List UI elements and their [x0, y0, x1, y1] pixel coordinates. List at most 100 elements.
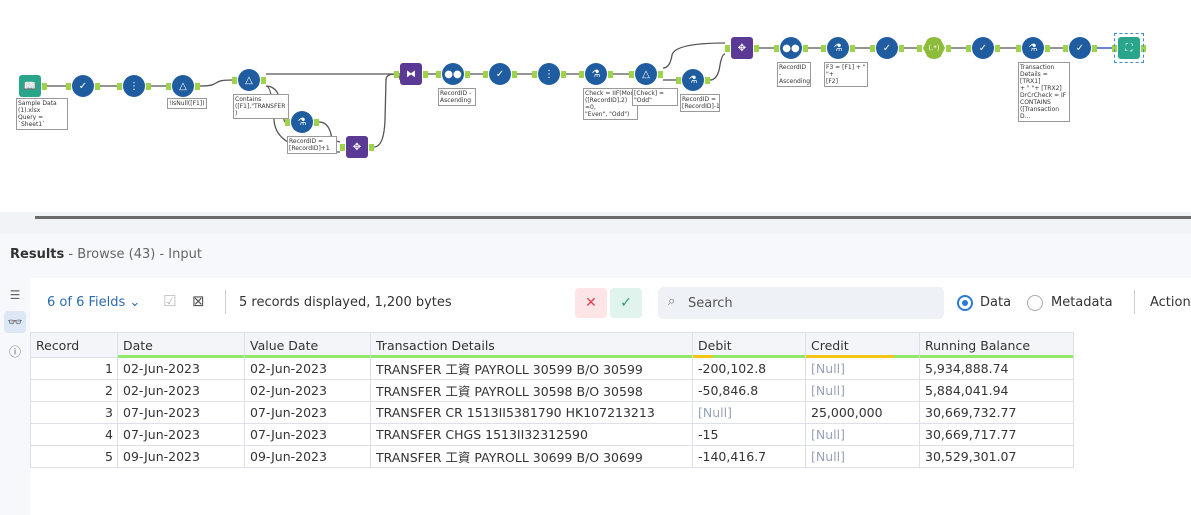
anchor[interactable] — [369, 144, 374, 151]
actions-menu[interactable]: Actions — [1150, 295, 1191, 310]
column-header[interactable]: Value Date — [244, 332, 371, 358]
column-header[interactable]: Running Balance — [919, 332, 1074, 358]
deselect-all-icon[interactable]: ⊠ — [192, 292, 205, 310]
flask-icon[interactable]: ⚗ — [291, 111, 313, 133]
anchor[interactable] — [195, 83, 200, 90]
table-cell[interactable]: [Null] — [805, 379, 920, 402]
anchor[interactable] — [483, 71, 488, 78]
table-cell[interactable]: 5,884,041.94 — [919, 379, 1074, 402]
anchor[interactable] — [561, 71, 566, 78]
anchor[interactable] — [166, 83, 171, 90]
join-icon[interactable]: ✥ — [731, 37, 753, 59]
select-check-icon[interactable]: ✓ — [1069, 37, 1091, 59]
anchor[interactable] — [1063, 45, 1068, 52]
table-cell[interactable]: TRANSFER 工資 PAYROLL 30599 B/O 30599 — [370, 357, 693, 380]
table-cell[interactable]: -15 — [692, 423, 806, 446]
table-cell[interactable]: 4 — [30, 423, 118, 446]
table-cell[interactable]: 02-Jun-2023 — [244, 357, 371, 380]
panel-divider[interactable] — [35, 216, 1191, 219]
book-icon[interactable]: 📖 — [19, 75, 41, 97]
anchor[interactable] — [95, 83, 100, 90]
help-icon[interactable]: ⓘ — [8, 344, 21, 359]
anchor[interactable] — [705, 77, 710, 84]
sort-dots-icon[interactable]: ●● — [780, 37, 802, 59]
table-cell[interactable]: 09-Jun-2023 — [244, 445, 371, 468]
anchor[interactable] — [423, 71, 428, 78]
cancel-icon[interactable]: ✕ — [575, 288, 607, 318]
table-cell[interactable]: 02-Jun-2023 — [117, 379, 245, 402]
binoculars-icon[interactable]: ⛶ — [1118, 37, 1140, 59]
filter-triangle-icon[interactable]: △ — [635, 63, 657, 85]
table-cell[interactable]: -140,416.7 — [692, 445, 806, 468]
anchor[interactable] — [261, 77, 266, 84]
table-cell[interactable]: 5 — [30, 445, 118, 468]
table-cell[interactable]: 02-Jun-2023 — [117, 357, 245, 380]
anchor[interactable] — [1045, 45, 1050, 52]
anchor[interactable] — [995, 45, 1000, 52]
table-cell[interactable]: TRANSFER CR 1513II5381790 HK107213213 — [370, 401, 693, 424]
table-cell[interactable]: 30,529,301.07 — [919, 445, 1074, 468]
table-cell[interactable]: 30,669,717.77 — [919, 423, 1074, 446]
metadata-radio[interactable] — [1027, 295, 1043, 311]
anchor[interactable] — [42, 83, 47, 90]
table-cell[interactable]: 25,000,000 — [805, 401, 920, 424]
data-radio[interactable] — [957, 295, 973, 311]
anchor[interactable] — [658, 71, 663, 78]
select-check-icon[interactable]: ✓ — [972, 37, 994, 59]
regex-icon[interactable]: (.*) — [923, 37, 945, 59]
table-cell[interactable]: 07-Jun-2023 — [244, 401, 371, 424]
search-input[interactable]: ⌕Search — [658, 287, 944, 319]
anchor[interactable] — [285, 119, 290, 126]
anchor[interactable] — [1092, 45, 1097, 52]
fields-dropdown[interactable]: 6 of 6 Fields ⌄ — [47, 295, 140, 310]
column-header[interactable]: Transaction Details — [370, 332, 693, 358]
table-cell[interactable]: 1 — [30, 357, 118, 380]
table-cell[interactable]: TRANSFER CHGS 1513II32312590 — [370, 423, 693, 446]
binoculars-icon[interactable]: 👓 — [4, 311, 26, 333]
flask-icon[interactable]: ⚗ — [827, 37, 849, 59]
anchor[interactable] — [966, 45, 971, 52]
dna-icon[interactable]: ⧓ — [400, 63, 422, 85]
anchor[interactable] — [725, 45, 730, 52]
anchor[interactable] — [465, 71, 470, 78]
anchor[interactable] — [803, 45, 808, 52]
dots-vertical-icon[interactable]: ⋮ — [538, 63, 560, 85]
join-icon[interactable]: ✥ — [346, 136, 368, 158]
table-cell[interactable]: -200,102.8 — [692, 357, 806, 380]
table-cell[interactable]: TRANSFER 工資 PAYROLL 30598 B/O 30598 — [370, 379, 693, 402]
sort-dots-icon[interactable]: ●● — [442, 63, 464, 85]
check-icon[interactable]: ✓ — [610, 288, 642, 318]
table-cell[interactable]: 2 — [30, 379, 118, 402]
table-cell[interactable]: 3 — [30, 401, 118, 424]
anchor[interactable] — [232, 77, 237, 84]
select-check-icon[interactable]: ✓ — [876, 37, 898, 59]
table-cell[interactable]: [Null] — [805, 357, 920, 380]
anchor[interactable] — [512, 71, 517, 78]
anchor[interactable] — [1016, 45, 1021, 52]
anchor[interactable] — [821, 45, 826, 52]
table-cell[interactable]: 02-Jun-2023 — [244, 379, 371, 402]
table-cell[interactable]: 07-Jun-2023 — [117, 423, 245, 446]
anchor[interactable] — [917, 45, 922, 52]
anchor[interactable] — [340, 144, 345, 151]
flask-icon[interactable]: ⚗ — [682, 69, 704, 91]
filter-triangle-icon[interactable]: △ — [238, 69, 260, 91]
column-header[interactable]: Date — [117, 332, 245, 358]
table-cell[interactable]: 30,669,732.77 — [919, 401, 1074, 424]
anchor[interactable] — [629, 71, 634, 78]
table-cell[interactable]: [Null] — [805, 445, 920, 468]
filter-triangle-icon[interactable]: △ — [172, 75, 194, 97]
table-cell[interactable]: 09-Jun-2023 — [117, 445, 245, 468]
column-header[interactable]: Debit — [692, 332, 806, 358]
list-icon[interactable]: ☰ — [9, 288, 21, 302]
dots-vertical-icon[interactable]: ⋮ — [123, 75, 145, 97]
anchor[interactable] — [579, 71, 584, 78]
table-cell[interactable]: [Null] — [692, 401, 806, 424]
column-header[interactable]: Record — [30, 332, 118, 358]
workflow-canvas[interactable]: 📖Sample Data (1).xlsx Query = `Sheet1`✓⋮… — [0, 0, 1191, 212]
flask-icon[interactable]: ⚗ — [585, 63, 607, 85]
